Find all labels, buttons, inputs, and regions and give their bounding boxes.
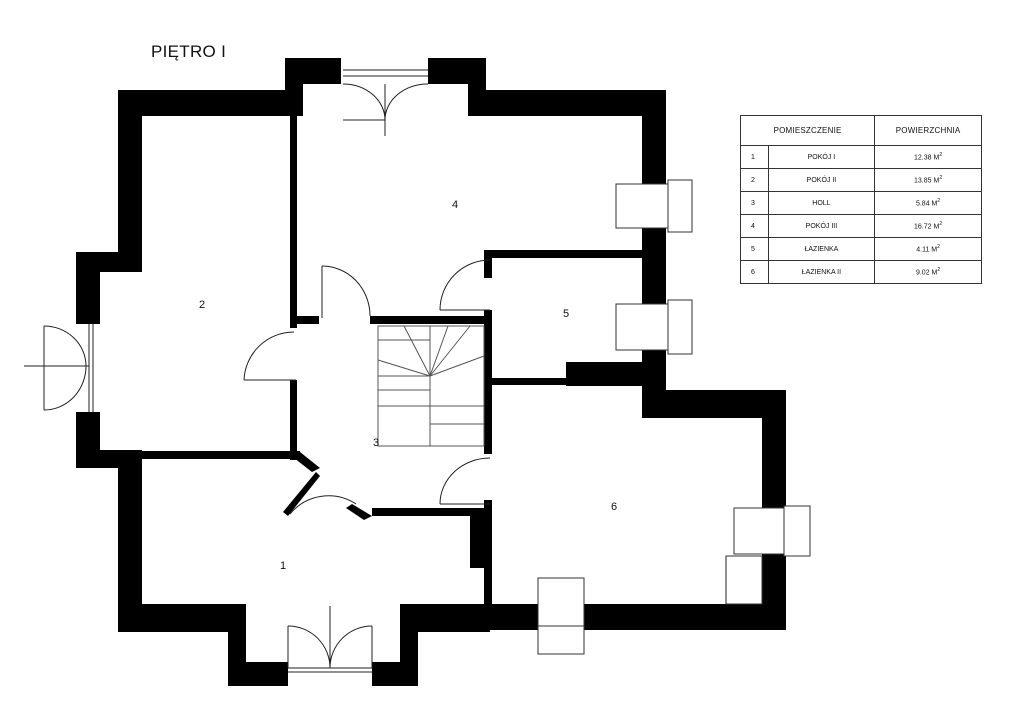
room-area-table: POMIESZCZENIE POWIERZCHNIA 1 POKÓJ I 12.…: [739, 115, 982, 284]
table-row: 4 POKÓJ III 16.72 M2: [740, 214, 982, 238]
table-row: 6 ŁAZIENKA II 9.02 M2: [740, 260, 982, 284]
room-name: POKÓJ I: [767, 145, 876, 169]
inner-walls: [100, 116, 644, 606]
area-unit-exponent: 2: [939, 175, 943, 182]
area-value: 13.85: [914, 177, 932, 185]
area-unit: M: [933, 223, 940, 231]
row-number: 1: [740, 145, 769, 169]
table-row: 5 ŁAZIENKA 4.11 M2: [740, 237, 982, 261]
area-unit-exponent: 2: [937, 267, 941, 274]
room-name: ŁAZIENKA II: [767, 260, 876, 284]
area-unit: M: [931, 246, 938, 254]
area-unit: M: [933, 177, 940, 185]
area-unit: M: [931, 269, 938, 277]
row-number: 4: [740, 214, 769, 238]
room-label-1: 1: [280, 560, 286, 572]
area-unit-exponent: 2: [937, 198, 941, 205]
table-row: 3 HOLL 5.84 M2: [740, 191, 982, 215]
doors: [24, 69, 727, 673]
area-value: 16.72: [914, 223, 932, 231]
floor-title: PIĘTRO I: [151, 42, 227, 61]
row-number: 2: [740, 168, 769, 192]
row-number: 6: [740, 260, 769, 284]
room-area: 5.84 M2: [874, 191, 982, 215]
row-number: 3: [740, 191, 769, 215]
area-unit: M: [933, 154, 940, 162]
openings: [537, 179, 811, 655]
room-name: POKÓJ II: [767, 168, 876, 192]
area-unit-exponent: 2: [939, 221, 943, 228]
room-area: 16.72 M2: [874, 214, 982, 238]
row-number: 5: [740, 237, 769, 261]
room-name: HOLL: [767, 191, 876, 215]
room-label-3: 3: [373, 437, 379, 449]
room-label-4: 4: [452, 199, 458, 211]
area-value: 5.84: [915, 200, 930, 208]
room-area: 9.02 M2: [874, 260, 982, 284]
table-header-row: POMIESZCZENIE POWIERZCHNIA: [739, 115, 982, 146]
room-area: 12.38 M2: [874, 145, 982, 169]
area-unit-exponent: 2: [937, 244, 940, 251]
room-area: 4.11 M2: [874, 237, 982, 261]
staircase: [377, 325, 485, 447]
area-value: 9.02: [915, 269, 930, 277]
column-header-room: POMIESZCZENIE: [739, 115, 876, 146]
area-unit: M: [931, 200, 938, 208]
outer-walls: [76, 58, 786, 686]
column-header-area: POWIERZCHNIA: [874, 115, 982, 146]
table-row: 1 POKÓJ I 12.38 M2: [740, 145, 982, 169]
room-label-6: 6: [611, 501, 617, 513]
area-value: 12.38: [914, 154, 932, 162]
room-label-5: 5: [563, 308, 569, 320]
room-name: ŁAZIENKA: [767, 237, 876, 261]
room-labels: 1 2 3 4 5 6: [199, 199, 617, 572]
area-unit-exponent: 2: [939, 152, 943, 159]
room-label-2: 2: [199, 299, 205, 311]
room-area: 13.85 M2: [874, 168, 982, 192]
table-row: 2 POKÓJ II 13.85 M2: [740, 168, 982, 192]
area-value: 4.11: [916, 246, 930, 254]
room-name: POKÓJ III: [767, 214, 876, 238]
